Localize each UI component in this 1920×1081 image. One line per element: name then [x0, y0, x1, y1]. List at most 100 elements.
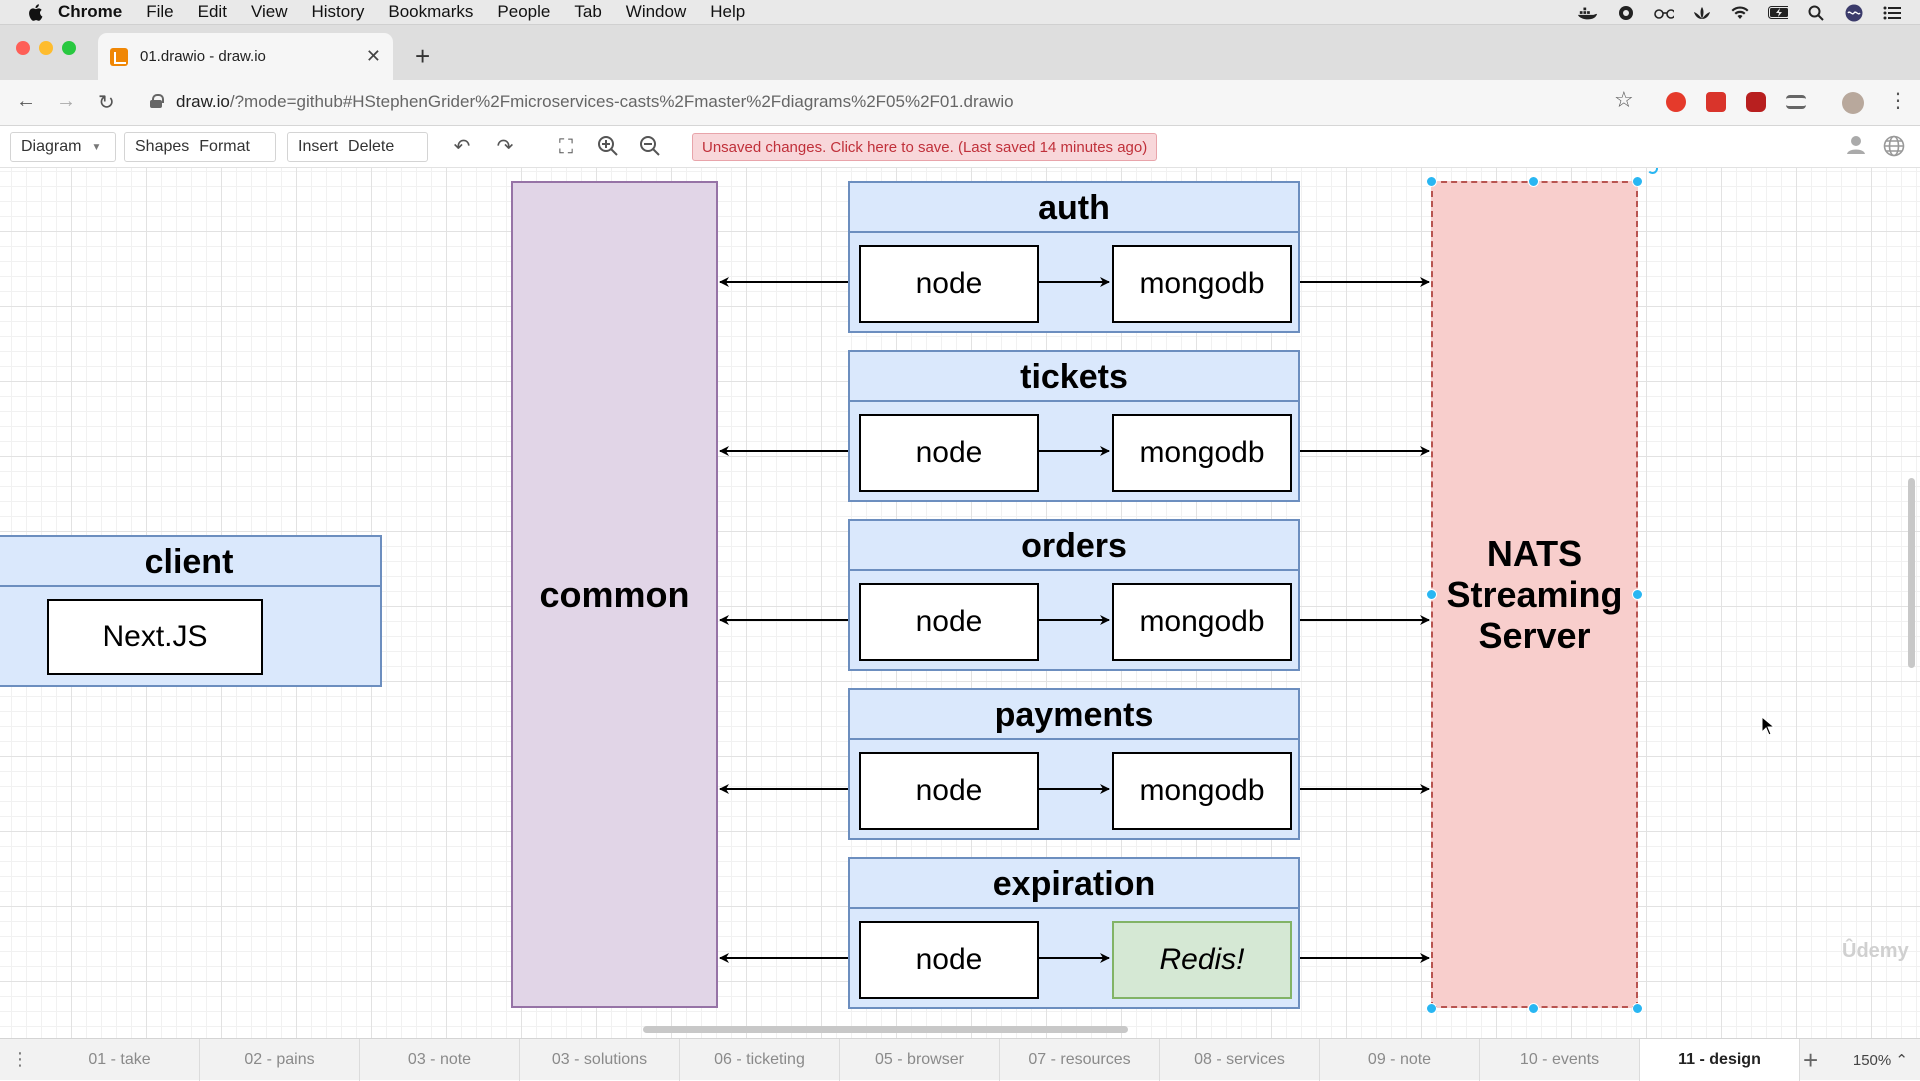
wifi-icon[interactable] [1730, 5, 1750, 21]
nats-label-line3: Server [1478, 615, 1591, 656]
close-window-button[interactable] [16, 41, 30, 55]
resize-handle[interactable] [1426, 589, 1437, 600]
page-tab[interactable]: 03 - solutions [520, 1038, 680, 1081]
menu-help[interactable]: Help [710, 2, 746, 21]
undo-icon[interactable]: ↶ [453, 136, 471, 158]
resize-handle[interactable] [1632, 176, 1643, 187]
zoom-level[interactable]: 150% ⌃ [1853, 1051, 1908, 1069]
lastpass-extension-icon[interactable] [1706, 92, 1726, 112]
add-page-icon[interactable]: + [1803, 1045, 1819, 1075]
mongodb-box[interactable]: mongodb [1112, 245, 1292, 323]
browser-tab[interactable]: 01.drawio - draw.io ✕ [98, 33, 393, 80]
menu-people[interactable]: People [497, 2, 551, 21]
client-container[interactable]: client Next.JS [0, 535, 382, 687]
node-box[interactable]: node [859, 752, 1039, 830]
pages-menu-icon[interactable]: ⋮ [11, 1049, 29, 1069]
back-icon[interactable]: ← [16, 90, 36, 112]
menu-edit[interactable]: Edit [197, 2, 227, 21]
chrome-menu-icon[interactable]: ⋮ [1888, 90, 1908, 112]
delete-button[interactable]: Delete [348, 138, 395, 155]
page-tab[interactable]: 05 - browser [840, 1038, 1000, 1081]
service-orders[interactable]: orders node mongodb [848, 519, 1300, 671]
menu-tab[interactable]: Tab [574, 2, 602, 21]
page-tab[interactable]: 08 - services [1160, 1038, 1320, 1081]
redis-box[interactable]: Redis! [1112, 921, 1292, 999]
unsaved-changes-banner[interactable]: Unsaved changes. Click here to save. (La… [692, 133, 1158, 161]
close-tab-icon[interactable]: ✕ [365, 46, 381, 66]
service-tickets[interactable]: tickets node mongodb [848, 350, 1300, 502]
resize-handle[interactable] [1632, 589, 1643, 600]
glasses-icon[interactable] [1654, 5, 1674, 21]
minimize-window-button[interactable] [39, 41, 53, 55]
shapes-button[interactable]: Shapes [135, 138, 190, 155]
ublock-extension-icon[interactable] [1746, 92, 1766, 112]
page-tab[interactable]: 02 - pains [200, 1038, 360, 1081]
docker-icon[interactable] [1578, 5, 1598, 21]
new-tab-icon[interactable]: + [415, 41, 431, 71]
format-button[interactable]: Format [199, 138, 250, 155]
zoom-out-icon[interactable] [638, 135, 662, 159]
menu-app-name[interactable]: Chrome [58, 2, 123, 21]
menu-bookmarks[interactable]: Bookmarks [388, 2, 474, 21]
profile-avatar[interactable] [1842, 92, 1864, 114]
user-icon[interactable] [1844, 135, 1868, 159]
reload-icon[interactable]: ↻ [98, 92, 115, 114]
node-box[interactable]: node [859, 414, 1039, 492]
page-tabs-bar: ⋮ 01 - take 02 - pains 03 - note 03 - so… [0, 1038, 1920, 1081]
bookmark-star-icon[interactable]: ☆ [1614, 87, 1634, 112]
spotlight-search-icon[interactable] [1806, 5, 1826, 21]
mongodb-box[interactable]: mongodb [1112, 414, 1292, 492]
resize-handle[interactable] [1528, 1003, 1539, 1014]
page-tab[interactable]: 09 - note [1320, 1038, 1480, 1081]
service-payments[interactable]: payments node mongodb [848, 688, 1300, 840]
url-field[interactable]: draw.io/?mode=github#HStephenGrider%2Fmi… [176, 92, 1014, 112]
insert-button[interactable]: Insert [298, 138, 339, 155]
fullscreen-icon[interactable]: ⛶ [559, 136, 573, 158]
menu-window[interactable]: Window [625, 2, 687, 21]
resize-handle[interactable] [1632, 1003, 1643, 1014]
battery-icon[interactable] [1768, 5, 1788, 21]
notification-center-icon[interactable] [1882, 5, 1902, 21]
forward-icon[interactable]: → [56, 90, 76, 112]
node-box[interactable]: node [859, 921, 1039, 999]
page-tab[interactable]: 07 - resources [1000, 1038, 1160, 1081]
node-box[interactable]: node [859, 583, 1039, 661]
diagram-canvas[interactable]: client Next.JS common auth node mongodb … [0, 168, 1920, 1038]
recorder-icon[interactable] [1616, 5, 1636, 21]
zoom-window-button[interactable] [62, 41, 76, 55]
node-box[interactable]: node [859, 245, 1039, 323]
rotate-handle-icon[interactable] [1647, 168, 1658, 174]
menu-view[interactable]: View [250, 2, 288, 21]
resize-handle[interactable] [1426, 1003, 1437, 1014]
page-tab[interactable]: 01 - take [40, 1038, 200, 1081]
resize-handle[interactable] [1426, 176, 1437, 187]
page-tab-active[interactable]: 11 - design [1640, 1038, 1800, 1081]
vertical-scrollbar[interactable] [1908, 478, 1915, 668]
service-auth[interactable]: auth node mongodb [848, 181, 1300, 333]
page-tab[interactable]: 06 - ticketing [680, 1038, 840, 1081]
zoom-in-icon[interactable] [596, 135, 620, 159]
page-tab[interactable]: 10 - events [1480, 1038, 1640, 1081]
adblock-extension-icon[interactable] [1666, 92, 1686, 112]
nats-streaming-server-box[interactable]: NATS Streaming Server [1431, 181, 1638, 1008]
resize-handle[interactable] [1528, 176, 1539, 187]
globe-icon[interactable] [1882, 135, 1906, 159]
mongodb-box[interactable]: mongodb [1112, 752, 1292, 830]
menu-file[interactable]: File [146, 2, 174, 21]
nextjs-box[interactable]: Next.JS [47, 599, 263, 675]
lock-icon[interactable] [150, 94, 164, 108]
common-box[interactable]: common [511, 181, 718, 1008]
siri-icon[interactable] [1844, 4, 1864, 21]
redo-icon[interactable]: ↷ [496, 136, 514, 158]
mongodb-box[interactable]: mongodb [1112, 583, 1292, 661]
service-expiration[interactable]: expiration node Redis! [848, 857, 1300, 1009]
tab-title: 01.drawio - draw.io [140, 48, 266, 65]
menu-history[interactable]: History [311, 2, 365, 21]
page-tab[interactable]: 03 - note [360, 1038, 520, 1081]
client-title: client [0, 537, 380, 587]
diagram-menu-button[interactable]: Diagram▼ [10, 132, 116, 162]
apple-icon[interactable] [24, 3, 46, 22]
lotus-icon[interactable] [1692, 5, 1712, 21]
reader-extension-icon[interactable] [1786, 95, 1806, 109]
horizontal-scrollbar[interactable] [643, 1026, 1128, 1033]
